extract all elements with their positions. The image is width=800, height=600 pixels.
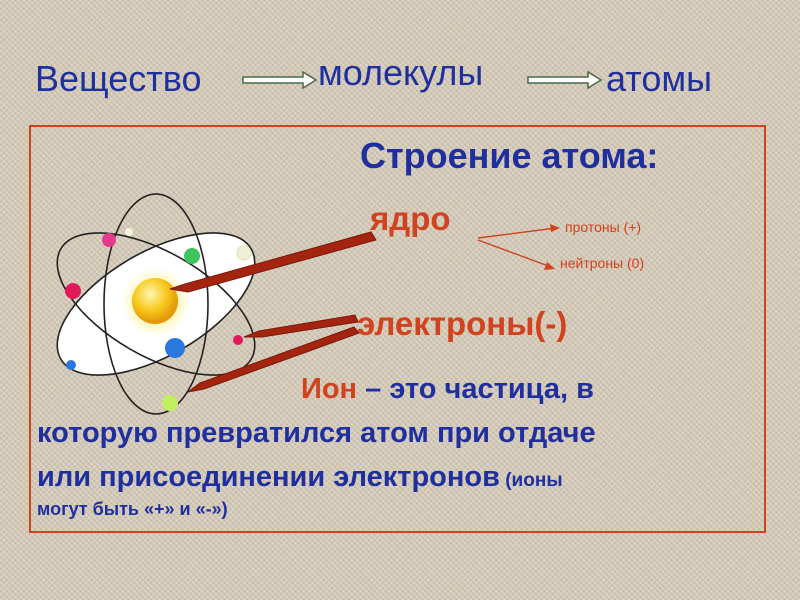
- electron-icon: [165, 338, 185, 358]
- neutrons-label: нейтроны (0): [560, 255, 645, 271]
- branch-arrow-protons: [477, 224, 560, 239]
- ion-note: (ионы: [499, 470, 563, 491]
- nucleus-label: ядро: [370, 200, 451, 237]
- electron-icon: [233, 335, 243, 345]
- content-frame: [29, 125, 766, 533]
- chain-word-atoms: атомы: [606, 58, 712, 99]
- electron-icon: [66, 360, 76, 370]
- chain-arrow-1: [242, 70, 318, 90]
- electrons-label: электроны(-): [357, 305, 568, 342]
- ion-definition-text: или присоединении электронов: [37, 461, 500, 493]
- ion-definition-line-3: или присоединении электронов (ионы: [37, 461, 563, 494]
- chain-word-molecules: молекулы: [318, 52, 484, 93]
- atom-model-icon: [56, 193, 256, 415]
- branch-arrow-neutrons: [477, 239, 555, 270]
- ion-term: Ион: [301, 373, 358, 405]
- ion-definition-line-2: которую превратился атом при отдаче: [37, 417, 596, 449]
- electron-icon: [102, 233, 116, 247]
- electron-icon: [65, 283, 81, 299]
- ion-note-line: могут быть «+» и «-»): [37, 499, 228, 519]
- ion-definition-text: – это частица, в: [357, 373, 594, 405]
- arrow-right-icon: [243, 314, 359, 338]
- chain-arrow-2: [527, 70, 603, 90]
- arrow-right-icon: [187, 326, 360, 393]
- ion-definition-line-1: Ион – это частица, в: [301, 373, 594, 406]
- electron-icon: [236, 245, 252, 261]
- nucleus-icon: [132, 278, 178, 324]
- electron-icon: [162, 395, 178, 411]
- protons-label: протоны (+): [565, 219, 642, 235]
- electron-icon: [125, 228, 133, 236]
- arrow-right-icon: [169, 231, 377, 293]
- chain-word-substance: Вещество: [35, 58, 202, 99]
- structure-title: Строение атома:: [360, 135, 659, 176]
- electron-icon: [184, 248, 200, 264]
